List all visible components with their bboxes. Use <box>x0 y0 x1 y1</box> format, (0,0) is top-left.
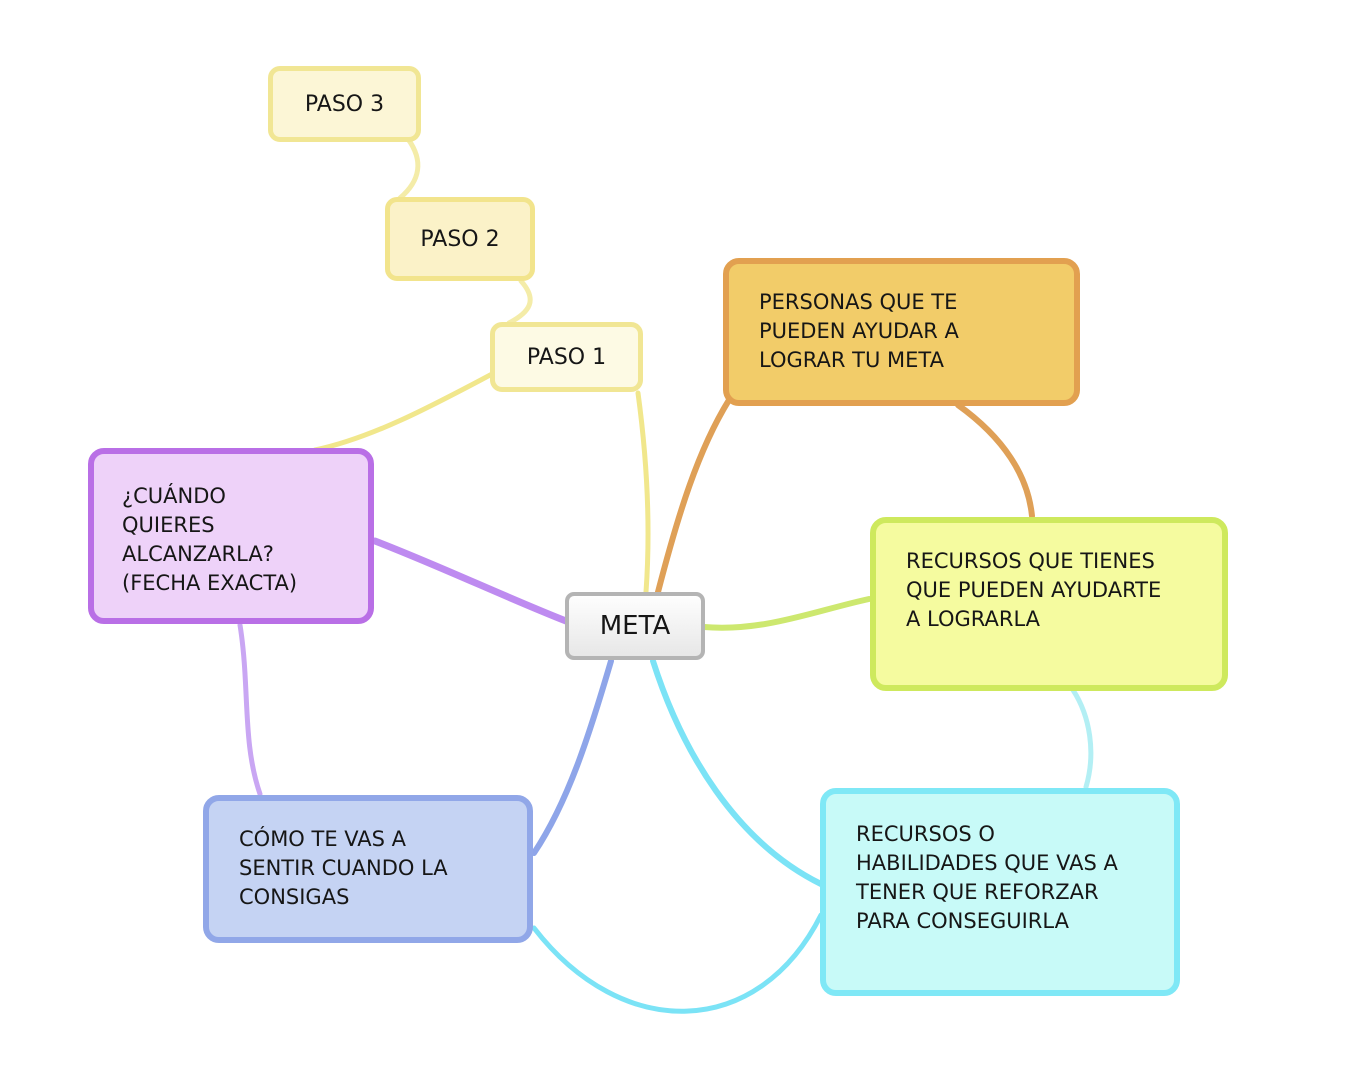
node-cuando-label: ¿CUÁNDO QUIERES ALCANZARLA? (FECHA EXACT… <box>122 484 298 595</box>
edge-meta-como <box>531 658 614 856</box>
node-paso2[interactable]: PASO 2 <box>385 197 535 281</box>
edge-meta-cuando <box>371 537 570 625</box>
node-personas-label: PERSONAS QUE TE PUEDEN AYUDAR A LOGRAR T… <box>759 290 959 372</box>
node-paso2-label: PASO 2 <box>420 226 500 252</box>
node-meta-label: META <box>599 611 671 641</box>
node-recursos-tienes[interactable]: RECURSOS QUE TIENES QUE PUEDEN AYUDARTE … <box>870 517 1228 691</box>
node-como-sentir[interactable]: CÓMO TE VAS A SENTIR CUANDO LA CONSIGAS <box>203 795 533 943</box>
edge-paso1-paso2 <box>506 278 533 326</box>
edge-personas-recursos <box>955 402 1035 519</box>
edge-cuando-paso1-sweep <box>312 370 497 453</box>
edge-meta-personas <box>655 397 732 595</box>
node-cuando[interactable]: ¿CUÁNDO QUIERES ALCANZARLA? (FECHA EXACT… <box>88 448 374 624</box>
node-personas[interactable]: PERSONAS QUE TE PUEDEN AYUDAR A LOGRAR T… <box>723 258 1080 406</box>
edge-cuando-como <box>237 622 263 797</box>
node-recursos-habilidades[interactable]: RECURSOS O HABILIDADES QUE VAS A TENER Q… <box>820 788 1180 996</box>
node-paso3[interactable]: PASO 3 <box>268 66 421 142</box>
node-paso1-label: PASO 1 <box>526 344 607 370</box>
node-paso3-label: PASO 3 <box>304 91 385 117</box>
node-meta-center[interactable]: META <box>565 592 705 660</box>
edge-meta-paso1 <box>635 390 651 595</box>
node-paso1[interactable]: PASO 1 <box>490 322 643 392</box>
node-recursos-tienes-label: RECURSOS QUE TIENES QUE PUEDEN AYUDARTE … <box>906 549 1162 631</box>
node-recursos-habilidades-label: RECURSOS O HABILIDADES QUE VAS A TENER Q… <box>856 822 1118 933</box>
edge-recursos-habilidades <box>1070 687 1094 790</box>
edge-meta-recursos <box>701 596 872 631</box>
node-como-sentir-label: CÓMO TE VAS A SENTIR CUANDO LA CONSIGAS <box>239 827 448 909</box>
edge-meta-habilidades <box>650 658 824 887</box>
edge-como-habilidades-sweep <box>531 912 824 1014</box>
edge-paso2-paso3 <box>397 136 421 201</box>
